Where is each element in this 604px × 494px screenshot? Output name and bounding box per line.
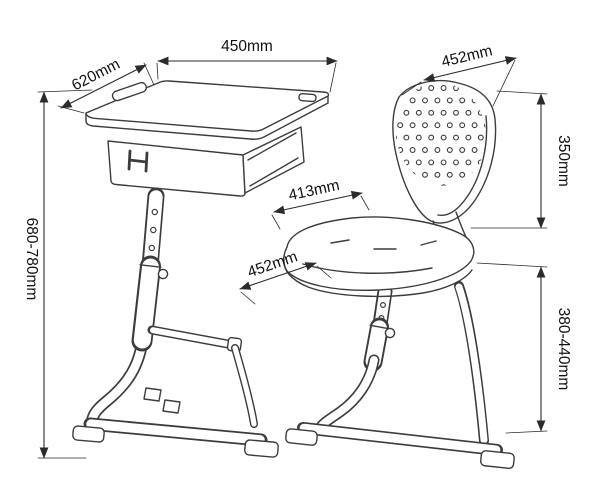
dim-seat-width-line <box>239 262 317 290</box>
book-box-front <box>107 140 246 197</box>
dim-desk-depth-line <box>60 64 147 109</box>
dim-desk-height-extensions <box>37 89 93 459</box>
dim-desk-depth-label: 620mm <box>69 56 123 95</box>
dim-desk-height-label: 680-780mm <box>23 218 40 301</box>
dim-chair-back-width-label: 452mm <box>440 42 494 71</box>
dim-seat-height-extensions <box>476 262 548 434</box>
desk-leg-brackets <box>143 387 181 414</box>
dim-seat-height: 380-440mm <box>476 262 572 434</box>
book-box-open-side <box>242 126 305 194</box>
chair-seat-dashes <box>330 239 437 250</box>
dim-chair-back-height-extensions <box>470 90 548 229</box>
dim-chair-back-height: 350mm <box>470 90 572 229</box>
dim-seat-height-label: 380-440mm <box>555 308 572 391</box>
dim-seat-depth-line <box>273 190 363 215</box>
desk-footrest-bar-fill <box>150 327 235 348</box>
book-box-interior-lines <box>247 132 299 187</box>
dim-desk-depth-extensions <box>57 62 155 114</box>
dim-desk-width-label: 450mm <box>221 38 273 55</box>
desk-top-edge-line <box>85 95 328 132</box>
dim-seat-depth-label: 413mm <box>287 177 341 204</box>
dim-seat-depth-extensions <box>271 195 370 230</box>
desk-column-outer-fill <box>133 258 159 349</box>
dim-desk-height: 680-780mm <box>23 89 93 459</box>
chair-drawing <box>282 80 515 469</box>
chair-floor-runner-fill <box>299 423 501 455</box>
desk-adjust-knob <box>157 268 169 280</box>
chair-backrest <box>392 80 497 224</box>
chair-foot-cap-rear <box>479 450 515 469</box>
dim-seat-width-extensions <box>240 265 332 305</box>
desk-drawing <box>72 80 330 458</box>
chair-foot-cap-front <box>285 428 318 446</box>
desk-rear-leg-fill <box>232 345 257 427</box>
bag-hook-handle <box>127 149 149 173</box>
chair-front-leg-fill <box>316 356 378 432</box>
chair-column-collar-line <box>369 324 390 330</box>
chair-backrest-inner-line <box>437 115 488 217</box>
chair-rear-support-fill <box>455 283 488 444</box>
desk-floor-runner-fill <box>86 419 265 445</box>
desk-leg-curve-fill <box>87 331 148 426</box>
dim-desk-width: 450mm <box>156 38 338 93</box>
desk-top <box>85 80 330 140</box>
desk-foot-cap-front <box>72 425 105 443</box>
dim-chair-back-width-line <box>423 56 517 82</box>
desk-foot-cap-rear <box>244 439 279 458</box>
corner-groove <box>298 92 317 103</box>
desk-column-collar-line <box>139 264 162 268</box>
dim-chair-back-width-extensions <box>401 59 516 107</box>
chair-seat <box>282 216 475 292</box>
desk-adjust-holes <box>148 208 158 252</box>
dim-desk-width-extensions <box>156 62 337 93</box>
dim-chair-back-height-label: 350mm <box>555 135 572 187</box>
chair-adjust-knob <box>384 327 396 339</box>
